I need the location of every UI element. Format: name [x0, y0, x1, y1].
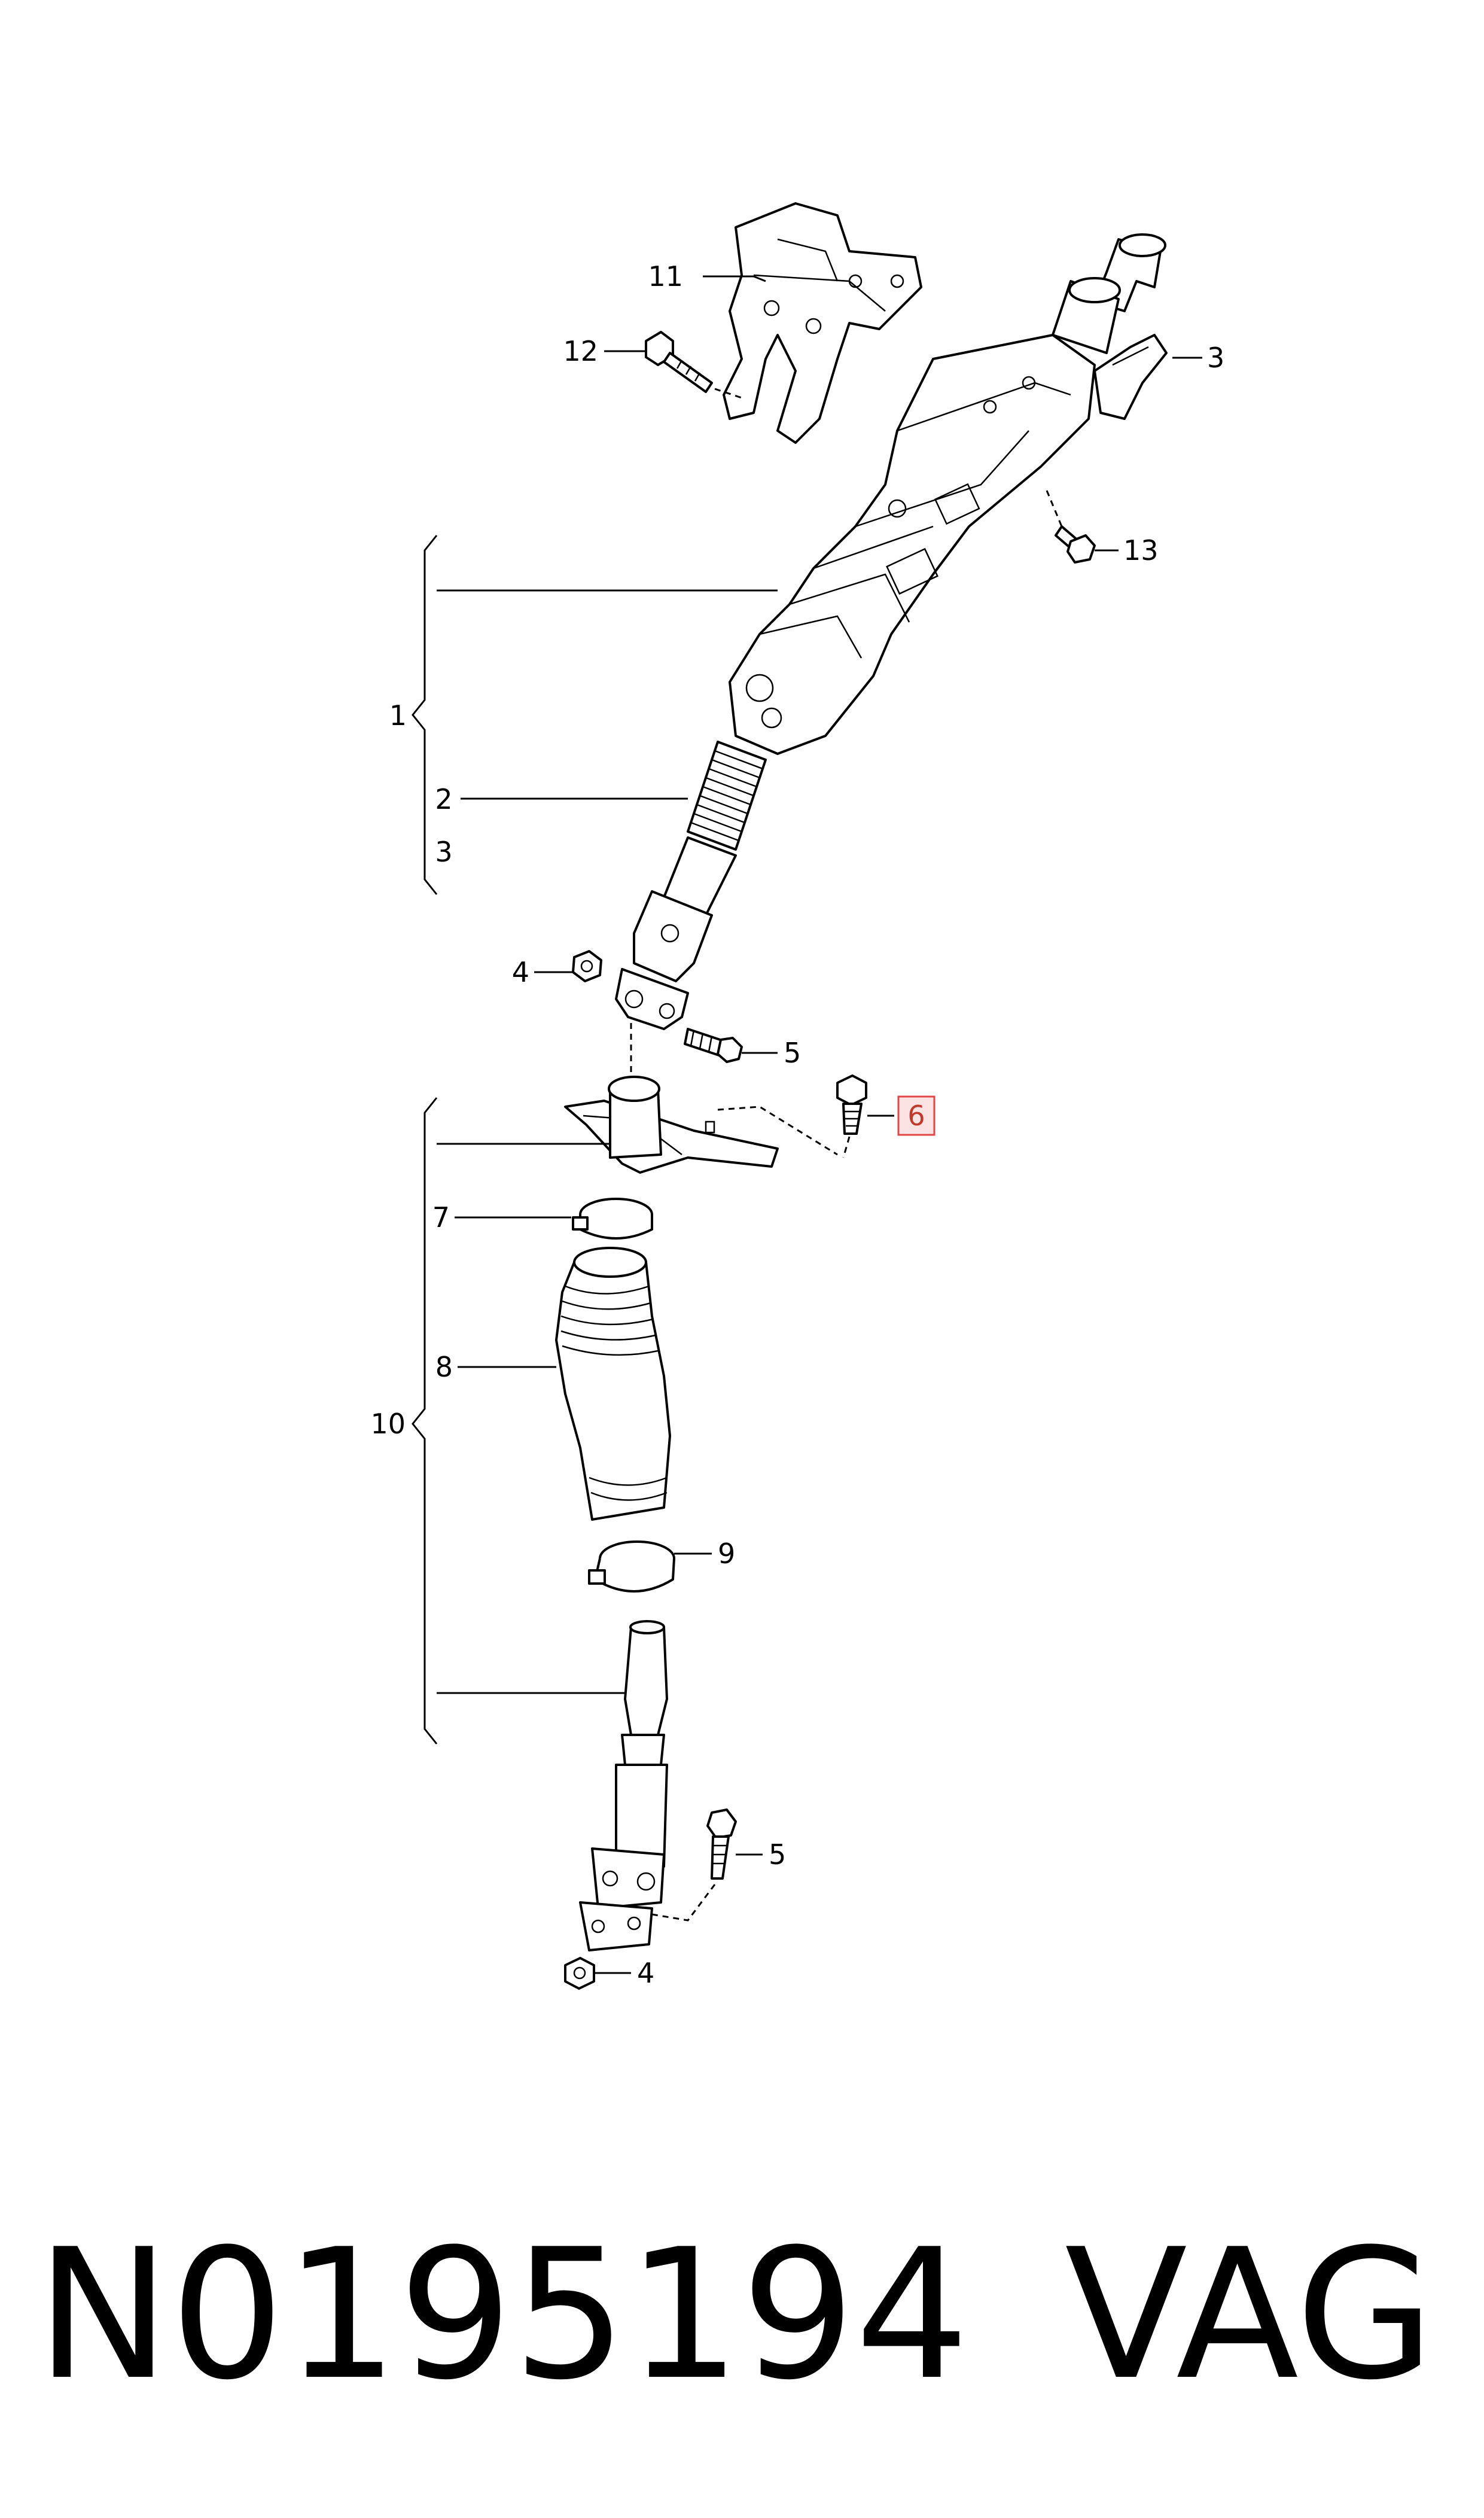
clamp-7: [572, 1198, 653, 1240]
callout-13: 13: [1123, 534, 1159, 567]
callout-3-top: 3: [1207, 342, 1224, 374]
callout-6: 6: [907, 1100, 925, 1132]
callout-12: 12: [563, 335, 598, 367]
brand-name: VAG: [1065, 2211, 1435, 2419]
callout-1: 1: [389, 699, 407, 732]
upper-steering-column: [729, 233, 1168, 755]
nut-4-upper: [572, 950, 602, 982]
intermediate-shaft: [615, 741, 767, 1030]
callout-7: 7: [432, 1201, 450, 1234]
callout-8: 8: [435, 1351, 453, 1383]
callout-10: 10: [370, 1408, 406, 1440]
bolt-5-upper: [684, 1028, 743, 1063]
callout-2: 2: [435, 783, 452, 815]
bolt-5-lower: [706, 1808, 737, 1880]
mounting-bracket: [723, 202, 922, 444]
nut-4-lower: [564, 1957, 595, 1990]
steering-column-exploded-diagram: 11 12 3 13 1 2 3 4 5 6 7 8 10 9 5 4: [370, 202, 1224, 1990]
leader-lines: [412, 275, 1202, 1974]
gasket-plate: [564, 1076, 779, 1174]
bolt-12: [645, 331, 713, 393]
callout-11: 11: [648, 260, 683, 293]
bolt-6: [836, 1074, 867, 1135]
callout-5-lower: 5: [769, 1838, 786, 1871]
callout-3-side: 3: [435, 836, 452, 868]
callout-4-lower: 4: [637, 1957, 654, 1989]
lower-shaft: [579, 1620, 668, 1951]
callout-6-highlight-box: [897, 1095, 936, 1136]
callout-4-upper: 4: [512, 956, 529, 988]
callout-labels: 11 12 3 13 1 2 3 4 5 6 7 8 10 9 5 4: [370, 260, 1224, 1989]
callout-9: 9: [718, 1537, 735, 1570]
clamp-9: [588, 1540, 675, 1593]
part-caption: N0195194 VAG: [36, 2208, 1459, 2459]
bolt-13: [1055, 525, 1096, 564]
callout-5-upper: 5: [784, 1037, 801, 1069]
boot-8: [555, 1247, 671, 1521]
part-number: N0195194: [36, 2211, 970, 2419]
